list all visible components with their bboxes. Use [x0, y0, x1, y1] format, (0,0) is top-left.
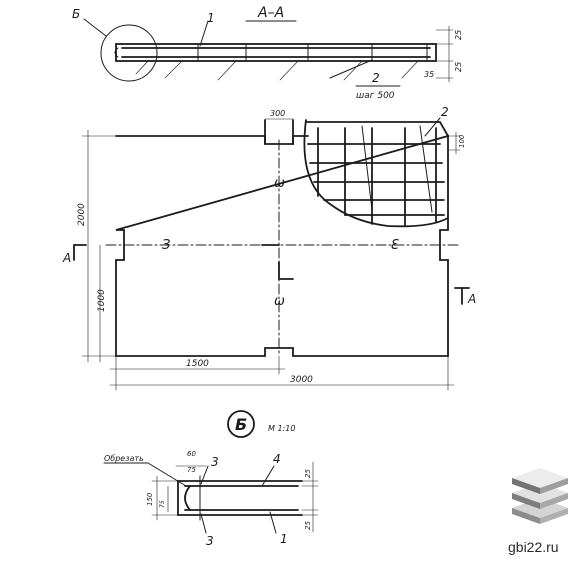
dim-1500: 1500	[186, 359, 209, 369]
dim-25-bottom: 25	[454, 62, 463, 72]
callout-b-label: Б	[72, 7, 80, 21]
mesh-grid	[307, 125, 445, 227]
svg-text:З: З	[162, 238, 170, 253]
detail-b-marker	[227, 410, 255, 438]
dim-25-top: 25	[454, 30, 463, 40]
section-a-a: А–А Б 1 2	[72, 5, 463, 101]
svg-text:Ɛ: Ɛ	[390, 238, 399, 253]
detail-scale: М 1:10	[268, 424, 295, 433]
watermark-text: gbi22.ru	[508, 539, 559, 555]
plan-view: 2 300 100 ω ω З Ɛ 2000 1000 А	[62, 105, 476, 391]
leader-part1	[269, 511, 277, 534]
detail-b-label: Б	[235, 415, 247, 434]
part-3-bottom: 3	[206, 534, 214, 548]
dim-150: 150	[146, 492, 154, 506]
lifting-loops: ω ω З Ɛ	[162, 176, 399, 309]
detail-b-circle	[100, 24, 158, 82]
spacing-note: шаг 500	[356, 91, 395, 101]
leader-mesh2-plan	[424, 117, 441, 137]
leader-mesh1	[199, 20, 209, 47]
dim-3000: 3000	[290, 375, 313, 385]
note-leader	[147, 462, 187, 487]
leader-part3-top	[200, 465, 209, 485]
dim-1000: 1000	[97, 289, 107, 312]
callout-mesh1: 1	[207, 11, 215, 25]
detail-hook	[184, 485, 191, 511]
cut-label-right: А	[467, 292, 476, 306]
leader-part4	[261, 465, 275, 487]
stirrup-ticks	[197, 43, 428, 62]
leader-mesh2	[329, 59, 373, 79]
hook-end	[114, 47, 119, 58]
dim-60: 60	[187, 450, 196, 458]
dim-75-vertical: 75	[159, 500, 166, 508]
dim-2000: 2000	[77, 203, 87, 226]
detail-b: Б М 1:10 60 75 Обрезать 150 75 3 3 4 1	[103, 410, 319, 548]
part-1: 1	[280, 532, 288, 546]
part-4: 4	[273, 452, 281, 466]
svg-text:ω: ω	[274, 294, 285, 309]
callout-mesh2-plan: 2	[441, 105, 449, 119]
svg-text:ω: ω	[274, 176, 285, 191]
dim-100: 100	[458, 134, 466, 148]
detail-dim-25-top: 25	[304, 469, 312, 478]
section-title: А–А	[257, 5, 284, 21]
dim-300: 300	[270, 109, 285, 118]
break-top	[305, 121, 449, 137]
dim-35: 35	[424, 70, 434, 79]
callout-mesh2: 2	[372, 71, 380, 85]
section-hatching	[135, 60, 419, 81]
dim-75: 75	[187, 466, 196, 474]
stacked-slabs-icon	[512, 468, 568, 524]
part-3-top: 3	[211, 455, 219, 469]
detail-dim-25-bottom: 25	[304, 521, 312, 530]
cut-label-left: А	[62, 251, 71, 265]
callout-leader-b	[83, 18, 107, 37]
cut-note: Обрезать	[104, 454, 144, 463]
watermark: gbi22.ru	[508, 468, 568, 555]
slab-section-outline	[115, 43, 437, 62]
